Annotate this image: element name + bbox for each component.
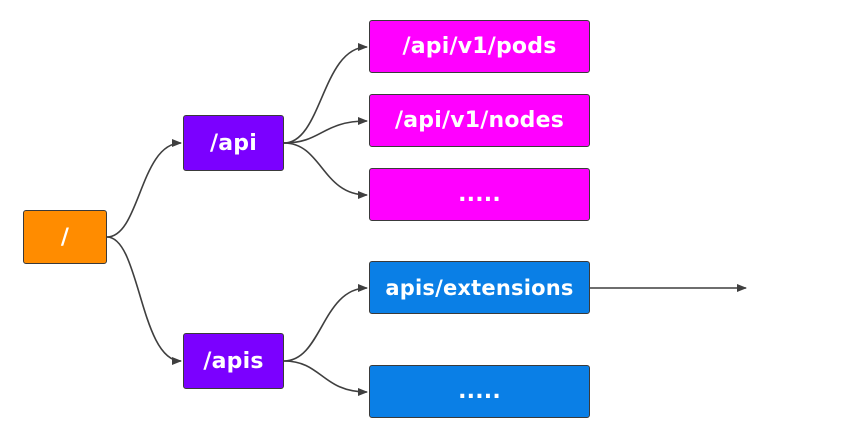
apis-group-node: /apis [183,333,284,389]
edge-root-to-apis [106,236,182,365]
api-more-node: ..... [369,168,590,221]
root-path-node: / [23,210,107,264]
edge-api-to-pods [283,43,368,144]
pods-resource-node: /api/v1/pods [369,20,590,73]
extensions-group-node: apis/extensions [369,261,590,314]
edge-api-to-nodes [283,117,368,144]
edge-apis-to-extensions [283,284,368,362]
edge-apis-to-more [283,360,368,396]
apis-more-node: ..... [369,365,590,418]
edge-api-to-more [283,142,368,199]
nodes-resource-node: /api/v1/nodes [369,94,590,147]
api-group-node: /api [183,115,284,171]
edge-root-to-api [106,139,182,238]
